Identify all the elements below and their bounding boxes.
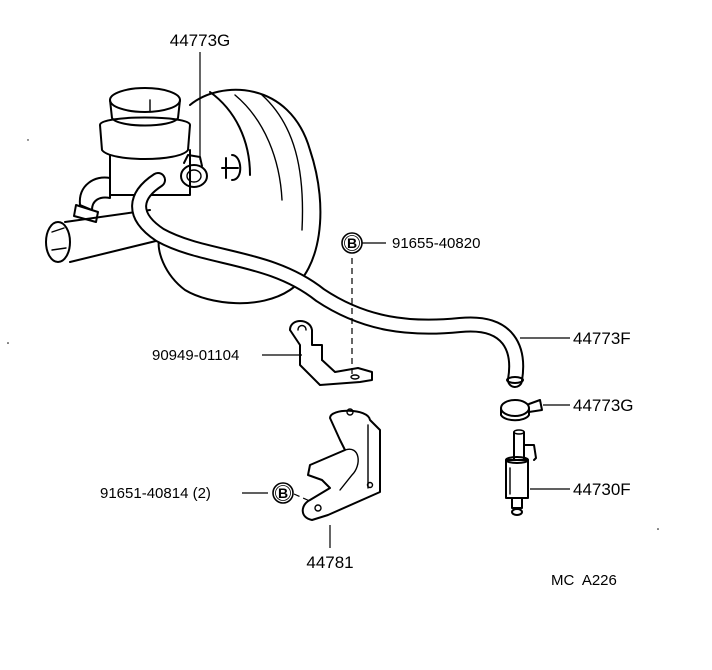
bolt-marker-bottom-letter: B: [278, 485, 288, 501]
label-clamp-top: 44773G: [170, 31, 231, 50]
scan-dot: [27, 139, 29, 141]
bracket: [301, 408, 381, 521]
figure-code: MC A226: [551, 572, 617, 589]
scan-dot: [7, 342, 9, 344]
bolt-marker-top: B: [341, 232, 363, 254]
brake-booster: [157, 88, 322, 305]
label-bolt-top: 91655-40820: [392, 235, 480, 252]
label-clip: 90949-01104: [152, 347, 239, 364]
scan-dot: [657, 528, 659, 530]
hose-clip: [289, 320, 373, 386]
bolt-marker-top-letter: B: [347, 235, 357, 251]
leader-lines: [199, 52, 570, 548]
label-bolt-bottom: 91651-40814 (2): [100, 485, 211, 502]
hose-clamp-top: [180, 154, 208, 188]
check-valve: [505, 429, 537, 516]
vacuum-hose: [131, 172, 525, 388]
label-clamp-right: 44773G: [573, 396, 634, 415]
bolt-marker-bottom: B: [272, 482, 294, 504]
label-hose: 44773F: [573, 329, 631, 348]
hose-clamp-right: [500, 399, 543, 422]
label-bracket: 44781: [306, 553, 353, 572]
label-valve: 44730F: [573, 480, 631, 499]
master-cylinder: [45, 87, 191, 263]
